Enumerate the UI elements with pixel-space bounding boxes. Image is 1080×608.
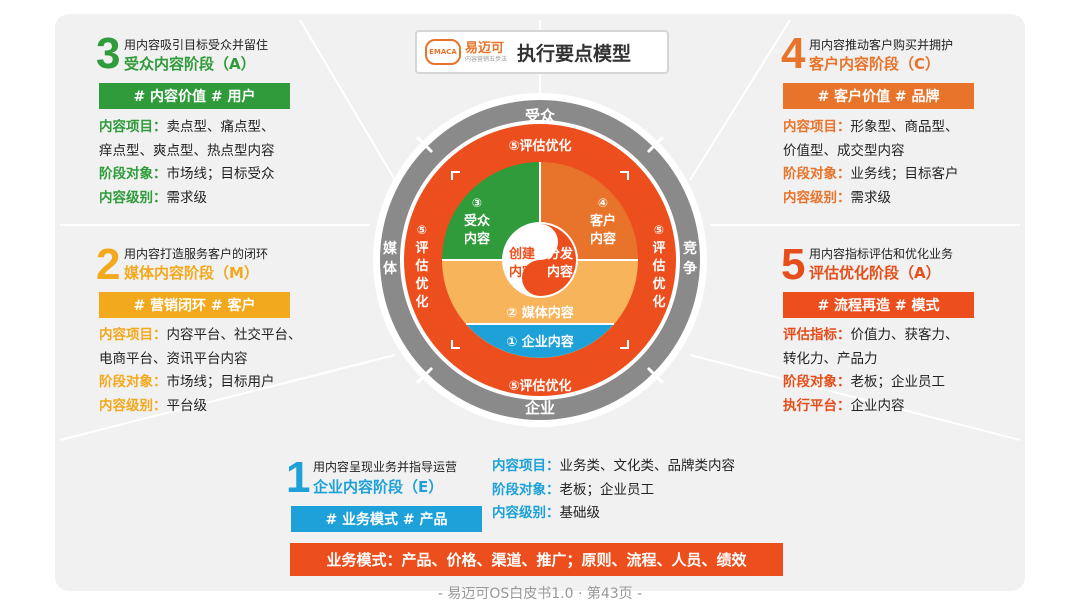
enterprise-segment-label: ① 企业内容 bbox=[506, 334, 574, 350]
stage-number: 5 bbox=[781, 240, 806, 289]
optimize-right-char: 估 bbox=[651, 258, 665, 274]
stage-details: 内容项目：内容平台、社交平台、 电商平台、资讯平台内容 阶段对象：市场线；目标用… bbox=[99, 327, 302, 414]
stage-name: 媒体内容阶段（M） bbox=[124, 264, 259, 282]
stage-details: 内容项目：卖点型、痛点型、 痒点型、爽点型、热点型内容 阶段对象：市场线；目标受… bbox=[99, 119, 275, 206]
stage-description: 用内容推动客户购买并拥护 bbox=[809, 38, 954, 52]
stage-description: 用内容吸引目标受众并留住 bbox=[124, 38, 269, 52]
stage-tags: # 业务模式 # 产品 bbox=[291, 506, 482, 532]
stage-number: 1 bbox=[286, 453, 311, 502]
corner-brackets bbox=[451, 171, 629, 349]
distribute-content-label: 内容 bbox=[547, 264, 573, 280]
stage-description: 用内容呈现业务并指导运营 bbox=[313, 460, 458, 474]
optimize-left-char: 评 bbox=[415, 241, 428, 256]
page-title: 执行要点模型 bbox=[517, 42, 632, 65]
stage-details: 评估指标：价值力、获客力、 转化力、产品力 阶段对象：老板；企业员工 执行平台：… bbox=[783, 327, 959, 414]
create-content-label: 内容 bbox=[509, 264, 535, 280]
stage-name: 企业内容阶段（E） bbox=[313, 478, 444, 496]
create-content-label: 创建 bbox=[508, 246, 535, 262]
stage-name: 评估优化阶段（A） bbox=[809, 264, 941, 282]
outer-label-top: 受众 bbox=[525, 107, 555, 125]
customer-quadrant-label: 内容 bbox=[590, 231, 616, 247]
optimize-left-char: ⑤ bbox=[417, 223, 427, 237]
audience-quadrant-label: ③ bbox=[472, 196, 482, 210]
logo-badge: EMACA bbox=[425, 39, 461, 65]
enterprise-segment bbox=[466, 324, 614, 358]
outer-label-left-1: 媒 bbox=[382, 240, 398, 257]
stage-details: 内容项目：形象型、商品型、 价值型、成交型内容 阶段对象：业务线；目标客户 内容… bbox=[783, 119, 959, 206]
stage-number: 2 bbox=[96, 240, 121, 289]
stage-details: 内容项目：业务类、文化类、品牌类内容 阶段对象：老板；企业员工 内容级别：基础级 bbox=[492, 458, 735, 521]
stage-number: 3 bbox=[96, 29, 121, 78]
logo-subtitle: 内容营销五步法 bbox=[465, 55, 508, 63]
optimize-label-top: ⑤评估优化 bbox=[508, 138, 571, 154]
outer-label-bottom: 企业 bbox=[524, 399, 555, 417]
stage-tags: # 营销闭环 # 客户 bbox=[99, 292, 290, 318]
optimize-right-char: 评 bbox=[652, 241, 665, 256]
optimize-right-char: ⑤ bbox=[654, 223, 664, 237]
customer-quadrant-label: ④ bbox=[598, 196, 608, 210]
logo-name: 易迈可 bbox=[465, 40, 505, 56]
optimize-left-char: 优 bbox=[415, 276, 428, 292]
stage-tags: # 内容价值 # 用户 bbox=[99, 83, 290, 109]
audience-quadrant-label: 内容 bbox=[464, 231, 490, 247]
stage-tags: # 流程再造 # 模式 bbox=[783, 292, 974, 318]
outer-label-right-2: 争 bbox=[683, 260, 697, 277]
customer-quadrant-label: 客户 bbox=[590, 213, 616, 229]
outer-label-right-1: 竞 bbox=[683, 240, 697, 257]
outer-label-left-2: 体 bbox=[383, 260, 398, 277]
outer-ring-dividers bbox=[415, 135, 665, 385]
optimize-right-char: 化 bbox=[652, 294, 665, 310]
media-quadrant-label: ② 媒体内容 bbox=[506, 305, 574, 321]
stage-description: 用内容打造服务客户的闭环 bbox=[124, 247, 269, 261]
distribute-half bbox=[522, 224, 576, 296]
audience-quadrant-label: 受众 bbox=[464, 213, 490, 229]
business-model-banner: 业务模式：产品、价格、渠道、推广；原则、流程、人员、绩效 bbox=[290, 543, 783, 576]
optimize-left-char: 化 bbox=[415, 294, 428, 310]
optimize-right-char: 优 bbox=[652, 276, 665, 292]
page-footer: - 易迈可OS白皮书1.0 · 第43页 - bbox=[437, 586, 643, 602]
stage-name: 受众内容阶段（A） bbox=[124, 55, 256, 73]
stage-description: 用内容指标评估和优化业务 bbox=[809, 247, 954, 261]
stage-name: 客户内容阶段（C） bbox=[809, 55, 941, 73]
stage-tags: # 客户价值 # 品牌 bbox=[783, 83, 974, 109]
distribute-content-label: 分发 bbox=[547, 246, 574, 262]
optimize-left-char: 估 bbox=[414, 258, 428, 274]
logo: 易迈可 内容营销五步法 bbox=[465, 40, 508, 63]
model-title-box: EMACA 易迈可 内容营销五步法 执行要点模型 bbox=[415, 30, 669, 74]
stage-number: 4 bbox=[781, 29, 806, 78]
optimize-label-bottom: ⑤评估优化 bbox=[508, 378, 571, 394]
